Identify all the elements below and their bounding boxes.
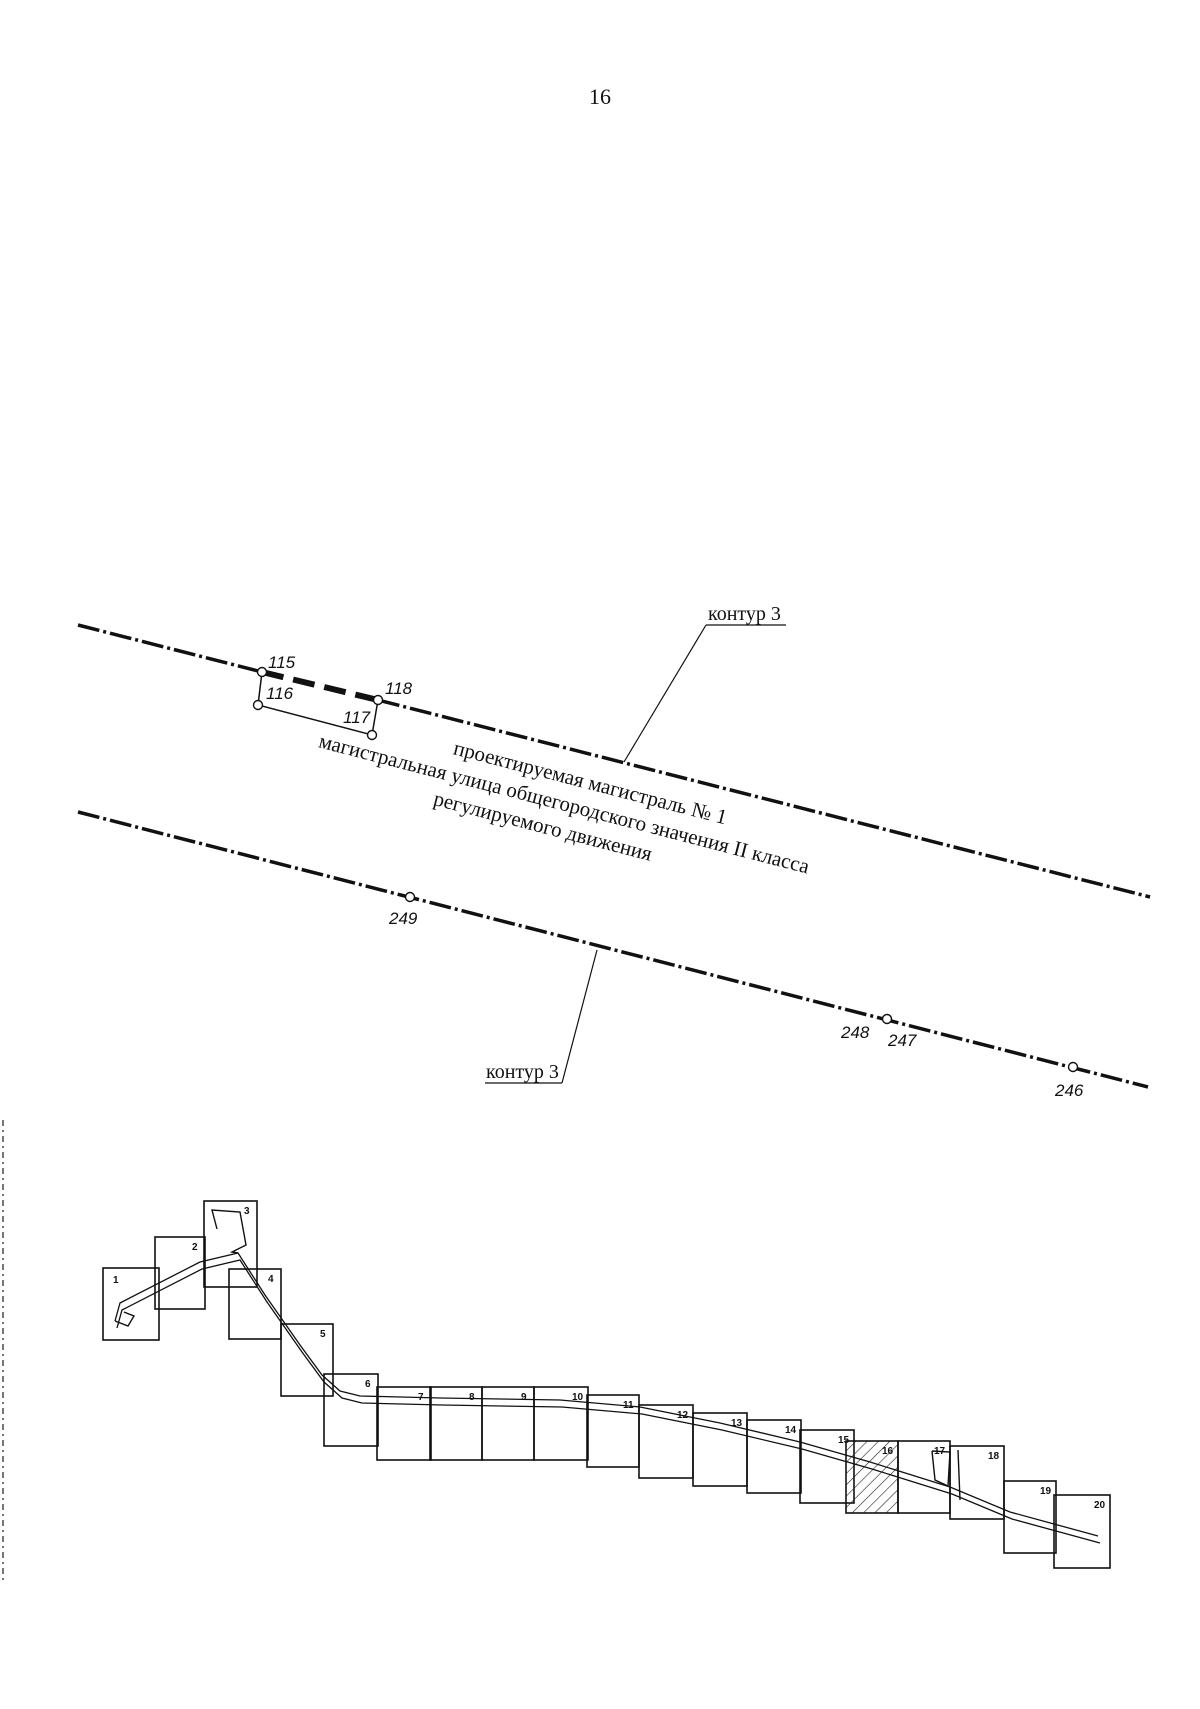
index-sheet-label-20: 20 <box>1094 1500 1106 1511</box>
point-label-246: 246 <box>1054 1081 1084 1100</box>
index-sheet-label-15: 15 <box>838 1435 850 1446</box>
index-sheet-label-4: 4 <box>268 1274 274 1285</box>
index-sheet-label-3: 3 <box>244 1206 250 1217</box>
contour-label-top: контур 3 <box>708 603 781 625</box>
point-marker-247 <box>881 1013 893 1025</box>
index-sheet-label-14: 14 <box>785 1425 797 1436</box>
point-label-118: 118 <box>385 679 413 698</box>
index-sheet-16 <box>845 1440 899 1514</box>
index-sheet-1 <box>102 1267 160 1341</box>
point-marker-117 <box>366 729 378 741</box>
point-marker-116 <box>252 699 264 711</box>
index-sheet-label-19: 19 <box>1040 1486 1052 1497</box>
index-sheet-4 <box>228 1268 282 1340</box>
index-detail-shape-4 <box>957 1449 961 1501</box>
index-sheet-20 <box>1053 1494 1111 1569</box>
index-sheet-label-5: 5 <box>320 1329 326 1340</box>
point-marker-118 <box>372 694 384 706</box>
cutout-polygon <box>257 671 379 736</box>
point-marker-249 <box>404 891 416 903</box>
road-name-line2: магистральная улица общегородского значе… <box>317 729 813 879</box>
point-label-248: 248 <box>840 1023 870 1042</box>
page-number: 16 <box>589 84 611 109</box>
index-sheet-7 <box>376 1386 432 1461</box>
index-sheet-label-1: 1 <box>113 1275 119 1286</box>
leader-bottom <box>485 949 598 1084</box>
index-road-axis-lower <box>116 1259 1101 1544</box>
index-detail-shape-1 <box>114 1311 136 1327</box>
contour-label-bottom: контур 3 <box>486 1061 559 1083</box>
point-label-115: 115 <box>268 653 296 672</box>
index-sheet-label-16: 16 <box>882 1446 894 1457</box>
index-road-axis-upper <box>114 1252 1099 1537</box>
index-sheet-label-13: 13 <box>731 1418 743 1429</box>
point-label-116: 116 <box>266 684 294 703</box>
point-label-117: 117 <box>343 708 371 727</box>
index-sheet-label-9: 9 <box>521 1392 527 1403</box>
index-detail-shape-2 <box>211 1209 247 1254</box>
index-sheet-14 <box>746 1419 802 1494</box>
lower-boundary-line <box>77 810 1149 1089</box>
index-sheet-label-8: 8 <box>469 1392 475 1403</box>
index-sheet-10 <box>533 1386 589 1461</box>
index-sheet-label-6: 6 <box>365 1379 371 1390</box>
index-sheet-5 <box>280 1323 334 1397</box>
index-sheet-label-2: 2 <box>192 1242 198 1253</box>
point-label-247: 247 <box>887 1031 917 1050</box>
index-sheet-19 <box>1003 1480 1057 1554</box>
index-sheet-2 <box>154 1236 206 1310</box>
index-detail-shape-3 <box>931 1450 951 1488</box>
index-sheet-6 <box>323 1373 379 1447</box>
index-sheet-label-18: 18 <box>988 1451 1000 1462</box>
leader-top <box>623 624 786 763</box>
point-marker-246 <box>1067 1061 1079 1073</box>
index-sheet-3 <box>203 1200 258 1288</box>
index-sheet-label-10: 10 <box>572 1392 584 1403</box>
point-label-249: 249 <box>388 909 418 928</box>
upper-boundary-line <box>77 623 1151 899</box>
point-marker-115 <box>256 666 268 678</box>
